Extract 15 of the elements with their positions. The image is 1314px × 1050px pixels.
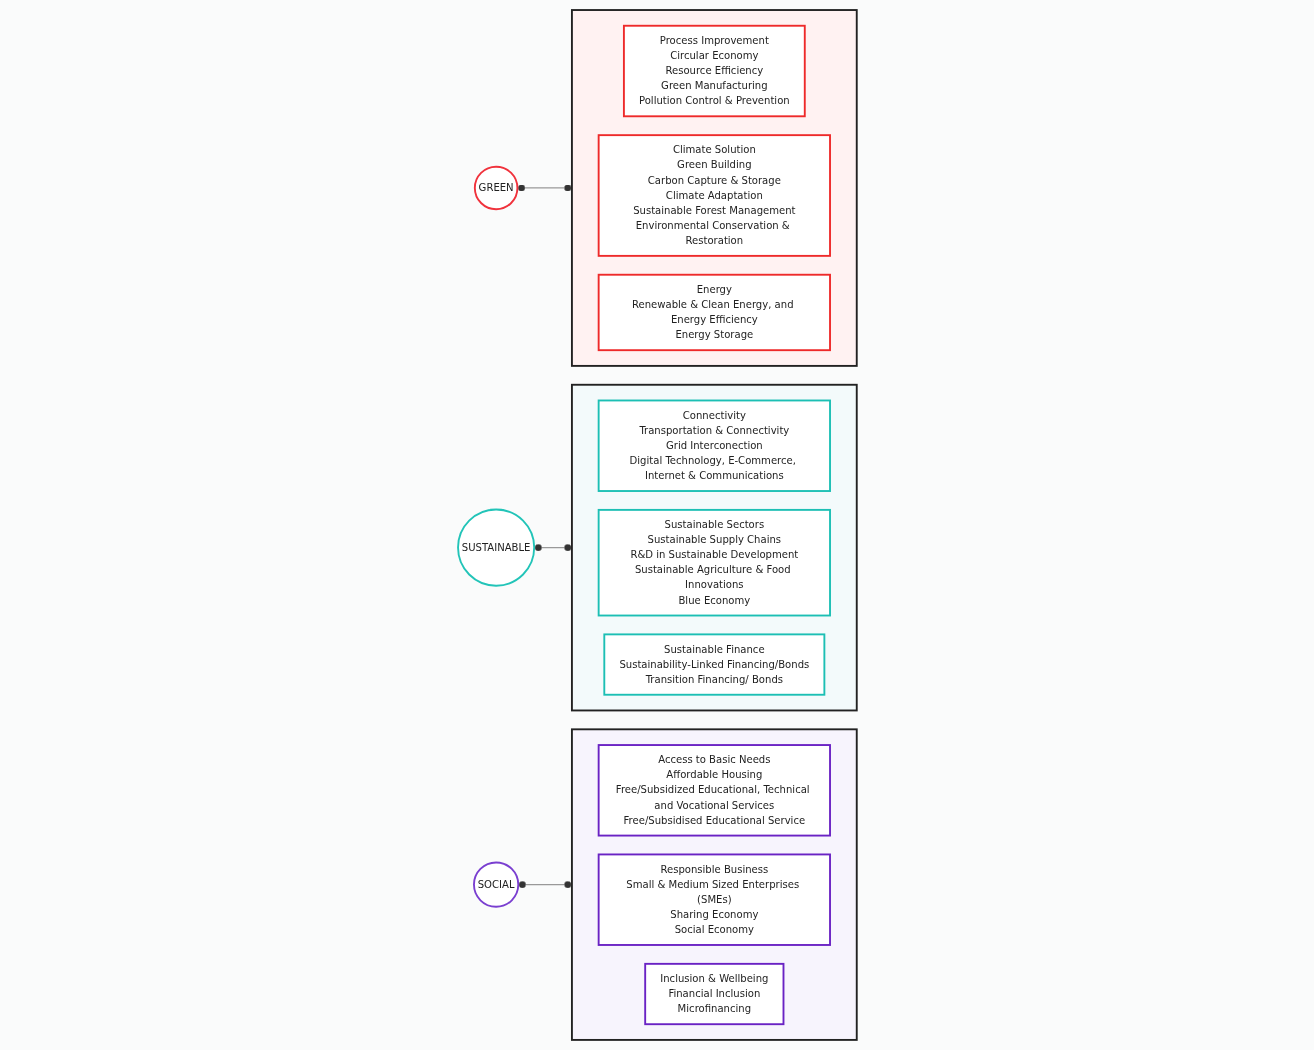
node-box: Climate Solution Green Building Carbon Capture & Storage Climate Adaptation Sustainable Forest Management Environmental Conservation & Restoration bbox=[597, 134, 831, 257]
cluster bbox=[570, 383, 858, 712]
node-box: Connectivity Transportation & Connectivity Grid Interconection Digital Technology, E-Commerce, Internet & Communications bbox=[597, 399, 831, 492]
node-circle: SUSTAINABLE bbox=[456, 508, 535, 587]
node-box: Access to Basic Needs Affordable Housing Free/Subsidized Educational, Technical and Vocational Services Free/Subsidised Educational Service bbox=[597, 744, 831, 837]
node-box: Inclusion & Wellbeing Financial Inclusion Microfinancing bbox=[643, 962, 785, 1026]
node-circle: GREEN bbox=[473, 165, 518, 211]
cluster bbox=[570, 728, 858, 1041]
node-box: Sustainable Sectors Sustainable Supply Chains R&D in Sustainable Development Sustainable Agriculture & Food Innovations Blue Economy bbox=[597, 508, 831, 617]
node-circle: SOCIAL bbox=[472, 861, 519, 908]
node-box: Energy Renewable & Clean Energy, and Energy Efficiency Energy Storage bbox=[597, 273, 831, 352]
node-box: Process Improvement Circular Economy Resource Efficiency Green Manufacturing Pollution Control & Prevention bbox=[622, 24, 806, 118]
node-box: Sustainable Finance Sustainability-Linked Financing/Bonds Transition Financing/ Bonds bbox=[602, 633, 825, 696]
cluster bbox=[570, 9, 858, 367]
node-box: Responsible Business Small & Medium Sized Enterprises (SMEs) Sharing Economy Social Economy bbox=[597, 853, 831, 946]
